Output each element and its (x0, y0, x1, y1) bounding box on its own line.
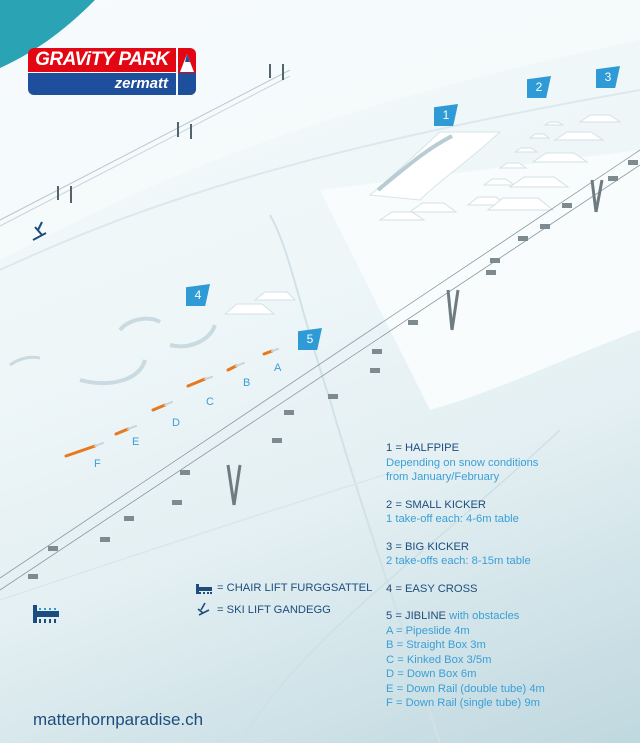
legend-small-kicker-title: 2 = SMALL KICKER (386, 498, 487, 511)
website-link[interactable]: matterhornparadise.ch (33, 710, 204, 729)
corner-decoration (0, 0, 95, 68)
logo-subtitle: zermatt (28, 73, 176, 95)
legend-obstacle-a: A = Pipeslide 4m (386, 624, 470, 637)
legend-obstacle-c: C = Kinked Box 3/5m (386, 653, 492, 666)
chair-lift-line (0, 149, 640, 591)
chair-lift-icon (195, 580, 217, 597)
legend-halfpipe-detail: Depending on snow conditions (386, 456, 539, 469)
chair-lift-label: = CHAIR LIFT FURGGSATTEL (217, 582, 373, 594)
marker-easy-cross[interactable]: 4 (186, 284, 210, 306)
marker-big-kicker[interactable]: 3 (596, 66, 620, 88)
obstacle-label-c: C (206, 396, 214, 408)
matterhorn-icon (178, 48, 196, 95)
marker-small-kicker[interactable]: 2 (527, 76, 551, 98)
legend-obstacle-e: E = Down Rail (double tube) 4m (386, 682, 545, 695)
marker-jibline[interactable]: 5 (298, 328, 322, 350)
legend-easy-cross-title: 4 = EASY CROSS (386, 582, 478, 595)
legend-obstacle-f: F = Down Rail (single tube) 9m (386, 697, 540, 709)
legend-big-kicker-title: 3 = BIG KICKER (386, 540, 470, 553)
legend-jibline-suffix: with obstacles (446, 610, 520, 622)
ski-lift-line (0, 64, 291, 227)
obstacle-label-f: F (94, 458, 101, 470)
legend-small-kicker-detail: 1 take-off each: 4-6m table (386, 513, 519, 525)
feature-legend: 1 = HALFPIPE Depending on snow condition… (386, 441, 636, 711)
gravity-park-logo[interactable]: GRAViTY PARK zermatt (28, 48, 196, 96)
obstacle-label-a: A (274, 362, 282, 374)
legend-obstacle-d: D = Down Box 6m (386, 668, 477, 680)
legend-obstacle-b: B = Straight Box 3m (386, 639, 486, 651)
jibline-rails (64, 349, 274, 458)
skier-icon (32, 221, 47, 241)
legend-halfpipe-detail: from January/February (386, 471, 500, 483)
chair-lift-icon (32, 602, 62, 629)
legend-jibline-title: 5 = JIBLINE (386, 610, 447, 622)
logo-title: GRAViTY PARK (28, 48, 176, 72)
obstacle-label-d: D (172, 417, 180, 429)
legend-big-kicker-detail: 2 take-offs each: 8-15m table (386, 555, 531, 567)
legend-halfpipe-title: 1 = HALFPIPE (386, 442, 460, 454)
ski-lift-label: = SKI LIFT GANDEGG (217, 604, 331, 616)
ski-lift-icon (195, 601, 217, 620)
lift-legend: = CHAIR LIFT FURGGSATTEL = SKI LIFT GAND… (195, 577, 372, 621)
obstacle-label-b: B (243, 377, 251, 389)
marker-halfpipe[interactable]: 1 (434, 104, 458, 126)
obstacle-label-e: E (132, 436, 140, 448)
